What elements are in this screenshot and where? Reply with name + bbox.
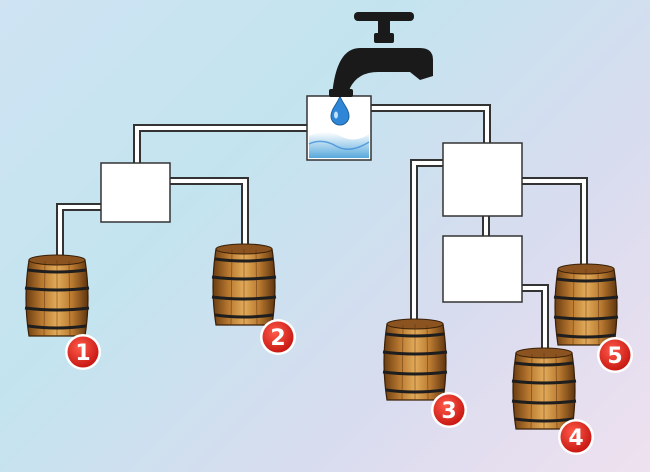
pipe-network [56,104,588,353]
badge-3: 3 [431,392,467,428]
tank-right-lower [442,235,523,303]
faucet-icon [329,12,433,97]
tank-left [100,162,171,223]
barrel-4 [510,346,578,431]
barrel-3 [381,317,449,402]
barrel-1 [23,253,91,338]
tank-right-upper [442,142,523,217]
badge-label: 3 [441,399,456,424]
source-tank [306,95,372,161]
badge-1: 1 [65,334,101,370]
badge-5: 5 [597,337,633,373]
badge-label: 5 [607,344,622,369]
barrel-2 [210,242,278,327]
badge-label: 4 [568,426,583,451]
barrel-5 [552,262,620,347]
badge-2: 2 [260,319,296,355]
badge-label: 2 [270,326,285,351]
badge-label: 1 [75,341,90,366]
water-drop-highlight [334,111,338,119]
badge-4: 4 [558,419,594,455]
